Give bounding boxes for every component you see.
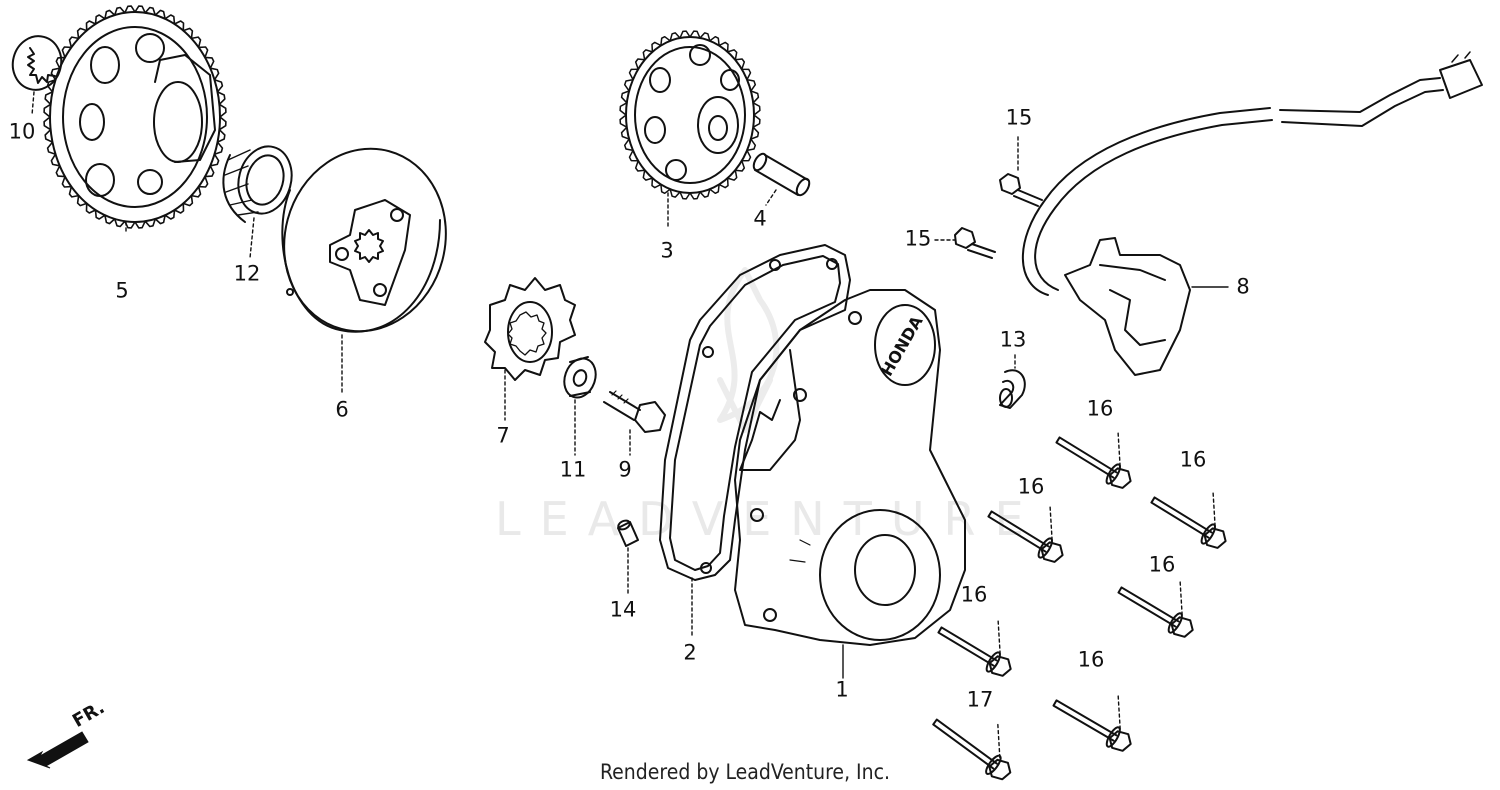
wire-clamp-part bbox=[999, 369, 1026, 409]
bolt-16-c-part bbox=[987, 506, 1064, 563]
bolt-16-b-part bbox=[1150, 492, 1227, 549]
callout-9[interactable]: 9 bbox=[618, 457, 632, 482]
bolt-16-f-part bbox=[1052, 695, 1132, 752]
callout-16-d[interactable]: 16 bbox=[1148, 552, 1176, 577]
callout-5[interactable]: 5 bbox=[115, 278, 129, 303]
watermark-text: LEADVENTURE bbox=[495, 492, 1043, 546]
callout-3[interactable]: 3 bbox=[660, 238, 674, 263]
callout-7[interactable]: 7 bbox=[496, 423, 510, 448]
needle-bearing-part bbox=[222, 145, 293, 223]
callout-16-f[interactable]: 16 bbox=[1077, 647, 1105, 672]
callout-16-e[interactable]: 16 bbox=[960, 582, 988, 607]
dowel-pin-part bbox=[617, 519, 639, 547]
bolt-17-part bbox=[932, 718, 1012, 781]
bolt-16-d-part bbox=[1117, 581, 1194, 638]
watermark-logo bbox=[717, 267, 780, 433]
bolt-16-e-part bbox=[937, 620, 1012, 677]
starter-clutch-part bbox=[281, 147, 447, 333]
sprocket-bolt-part bbox=[603, 390, 666, 433]
drive-sprocket-part bbox=[484, 277, 576, 381]
callout-15-lower[interactable]: 15 bbox=[904, 226, 932, 251]
callout-16-b[interactable]: 16 bbox=[1179, 447, 1207, 472]
idle-shaft-part bbox=[752, 152, 811, 197]
callout-15-upper[interactable]: 15 bbox=[1005, 105, 1033, 130]
callout-1[interactable]: 1 bbox=[835, 677, 849, 702]
callout-13[interactable]: 13 bbox=[999, 327, 1027, 352]
pulse-screw-upper-part bbox=[999, 173, 1043, 207]
honda-logo-lettering: HONDA bbox=[877, 312, 927, 379]
callout-11[interactable]: 11 bbox=[559, 457, 587, 482]
front-direction-arrow-icon bbox=[26, 731, 89, 769]
callout-17[interactable]: 17 bbox=[966, 687, 994, 712]
footer-credit: Rendered by LeadVenture, Inc. bbox=[600, 760, 890, 784]
callout-16-a[interactable]: 16 bbox=[1086, 396, 1114, 421]
pulse-generator-part bbox=[1021, 51, 1483, 376]
callout-2[interactable]: 2 bbox=[683, 640, 697, 665]
callout-12[interactable]: 12 bbox=[233, 261, 261, 286]
callout-16-c[interactable]: 16 bbox=[1017, 474, 1045, 499]
callout-6[interactable]: 6 bbox=[335, 397, 349, 422]
circlip-part bbox=[11, 35, 63, 91]
callout-10[interactable]: 10 bbox=[8, 119, 36, 144]
callout-4[interactable]: 4 bbox=[753, 206, 767, 231]
callout-14[interactable]: 14 bbox=[609, 597, 637, 622]
crankcase-cover-part: HONDA bbox=[734, 289, 966, 646]
starter-driven-gear-part bbox=[43, 5, 227, 229]
pulse-screw-lower-part bbox=[954, 227, 996, 259]
callout-8[interactable]: 8 bbox=[1236, 274, 1250, 299]
starter-idle-gear-part bbox=[619, 30, 761, 200]
bolt-16-a-part bbox=[1055, 432, 1132, 489]
washer-part bbox=[563, 356, 597, 399]
